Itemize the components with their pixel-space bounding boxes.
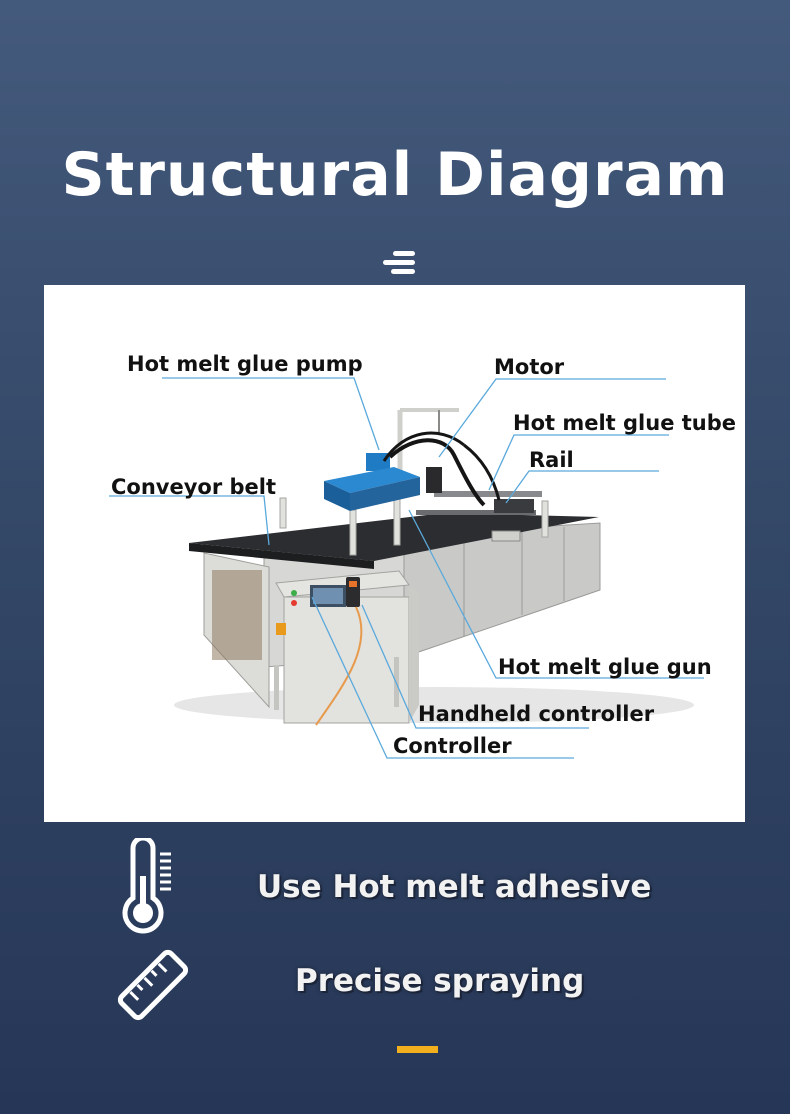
label-conveyor-belt: Conveyor belt <box>111 475 277 499</box>
label-hot-melt-glue-pump: Hot melt glue pump <box>127 352 363 376</box>
accent-bar <box>397 1046 438 1053</box>
label-rail: Rail <box>529 448 574 472</box>
leader-lines <box>109 377 704 759</box>
structural-diagram-panel: Hot melt glue pump Motor Hot melt glue t… <box>44 285 745 822</box>
feature-precise-spraying: Precise spraying <box>295 963 585 999</box>
label-hot-melt-glue-gun: Hot melt glue gun <box>498 655 712 679</box>
label-controller: Controller <box>393 734 512 758</box>
label-handheld-controller: Handheld controller <box>418 702 655 726</box>
label-motor: Motor <box>494 355 565 379</box>
thermometer-icon <box>122 838 171 934</box>
ruler-icon <box>117 949 189 1021</box>
machine-illustration <box>174 408 694 726</box>
feature-hot-melt-adhesive: Use Hot melt adhesive <box>257 869 652 905</box>
label-hot-melt-glue-tube: Hot melt glue tube <box>513 411 737 435</box>
title-divider-icon <box>383 251 415 274</box>
page-title: Structural Diagram <box>61 140 729 210</box>
